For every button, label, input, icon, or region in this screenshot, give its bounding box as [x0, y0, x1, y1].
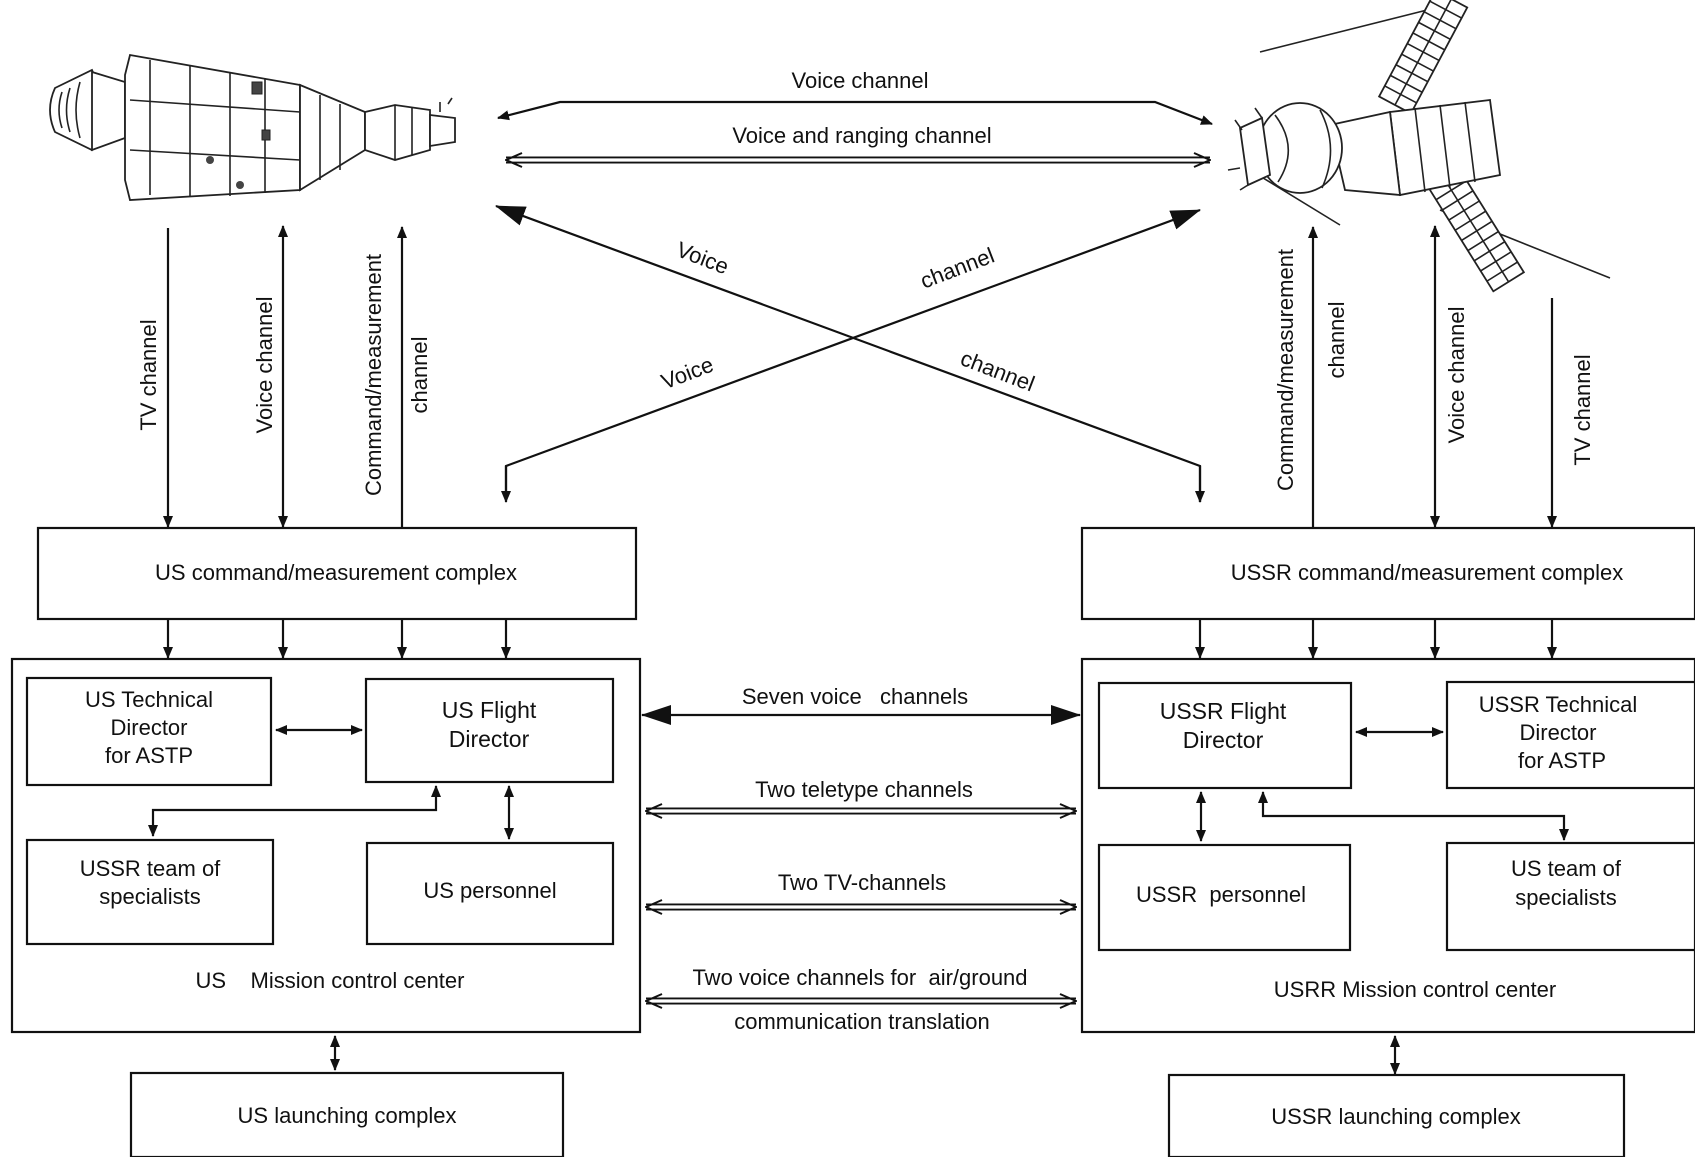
ussr-center-label: USRR Mission control center [1274, 977, 1556, 1002]
teletype-label: Two teletype channels [755, 777, 973, 802]
apollo-spacecraft-icon [49, 53, 456, 201]
ussr-command-label-2: channel [1324, 301, 1349, 378]
ussr-tv-channel-link: TV channel [1547, 298, 1595, 528]
us-flight-director: US Flight Director [364, 677, 615, 784]
ussr-flight-director: USSR Flight Director [1097, 681, 1353, 790]
tv-channels-label: Two TV-channels [778, 870, 946, 895]
us-voice-channel-label: Voice channel [252, 297, 277, 434]
ussr-command-label-1: Command/measurement [1273, 249, 1298, 491]
us-team-of-specialists: USSR team of specialists [25, 838, 275, 946]
us-internal-links [148, 725, 514, 1071]
ussr-tech-director-line2: Director [1519, 720, 1596, 745]
ussr-team-of-specialists: US team of specialists [1445, 841, 1695, 952]
air-ground-translation-link: Two voice channels for air/ground commun… [646, 965, 1076, 1034]
ussr-team-line2: specialists [1515, 885, 1616, 910]
ussr-launching-complex: USSR launching complex [1167, 1073, 1626, 1157]
ussr-tech-director-line1: USSR Technical [1479, 692, 1638, 717]
us-personnel-label: US personnel [423, 878, 556, 903]
ussr-technical-director: USSR Technical Director for ASTP [1445, 680, 1695, 790]
ussr-personnel-label: USSR personnel [1136, 882, 1306, 907]
us-launching-complex: US launching complex [129, 1071, 565, 1157]
ussr-personnel: USSR personnel [1097, 843, 1352, 952]
us-tv-channel-link: TV channel [136, 228, 173, 528]
us-team-line2: specialists [99, 884, 200, 909]
cross-link-us-to-ussr: Voice channel [501, 208, 1201, 503]
ussr-flight-director-line1: USSR Flight [1160, 698, 1287, 724]
air-ground-label-2: communication translation [734, 1009, 990, 1034]
soyuz-spacecraft-icon [1227, 0, 1611, 293]
seven-voice-channels-link: Seven voice channels [641, 684, 1081, 725]
voice-ranging-label: Voice and ranging channel [732, 123, 991, 148]
ussr-command-complex: USSR command/measurement complex [1080, 526, 1695, 621]
ussr-voice-channel-label: Voice channel [1444, 307, 1469, 444]
us-tech-director-line1: US Technical [85, 687, 213, 712]
ussr-voice-channel-link: Voice channel [1430, 225, 1469, 528]
ussr-launch-label: USSR launching complex [1271, 1104, 1520, 1129]
us-command-complex-label: US command/measurement complex [155, 560, 517, 585]
cross-voice-label-2: Voice [673, 237, 732, 280]
cross-voice-label: Voice [658, 352, 717, 395]
cross-channel-label-2: channel [957, 346, 1038, 397]
seven-voice-label: Seven voice channels [742, 684, 968, 709]
ussr-command-complex-label: USSR command/measurement complex [1231, 560, 1623, 585]
ussr-internal-links [1196, 727, 1569, 1075]
tv-channels-link: Two TV-channels [646, 870, 1076, 907]
voice-ranging-link: Voice and ranging channel [506, 123, 1210, 160]
cross-link-ussr-to-us: Voice channel [495, 204, 1205, 503]
ussr-tv-channel-label: TV channel [1570, 354, 1595, 465]
us-flight-director-line2: Director [449, 726, 530, 752]
us-command-channel-link: Command/measurement channel [361, 226, 432, 527]
ussr-command-channel-link: Command/measurement channel [1273, 226, 1349, 527]
us-team-line1: USSR team of [80, 856, 221, 881]
us-voice-channel-link: Voice channel [252, 225, 288, 528]
us-command-label-1: Command/measurement [361, 254, 386, 496]
ussr-complex-to-center-arrows [1195, 620, 1557, 659]
us-center-label: US Mission control center [196, 968, 465, 993]
us-technical-director: US Technical Director for ASTP [25, 676, 273, 787]
us-complex-to-center-arrows [163, 620, 511, 659]
ussr-team-line1: US team of [1511, 856, 1622, 881]
us-command-label-2: channel [407, 336, 432, 413]
us-tech-director-line2: Director [110, 715, 187, 740]
cross-channel-label: channel [917, 243, 998, 294]
voice-channel-link: Voice channel [497, 68, 1213, 126]
ussr-flight-director-line2: Director [1183, 727, 1264, 753]
us-flight-director-line1: US Flight [442, 697, 537, 723]
ussr-tech-director-line3: for ASTP [1518, 748, 1606, 773]
air-ground-label-1: Two voice channels for air/ground [692, 965, 1027, 990]
us-personnel: US personnel [365, 841, 615, 946]
us-launch-label: US launching complex [238, 1103, 457, 1128]
us-command-complex: US command/measurement complex [36, 526, 638, 621]
us-tech-director-line3: for ASTP [105, 743, 193, 768]
voice-channel-label: Voice channel [792, 68, 929, 93]
teletype-channels-link: Two teletype channels [646, 777, 1076, 811]
us-tv-channel-label: TV channel [136, 319, 161, 430]
